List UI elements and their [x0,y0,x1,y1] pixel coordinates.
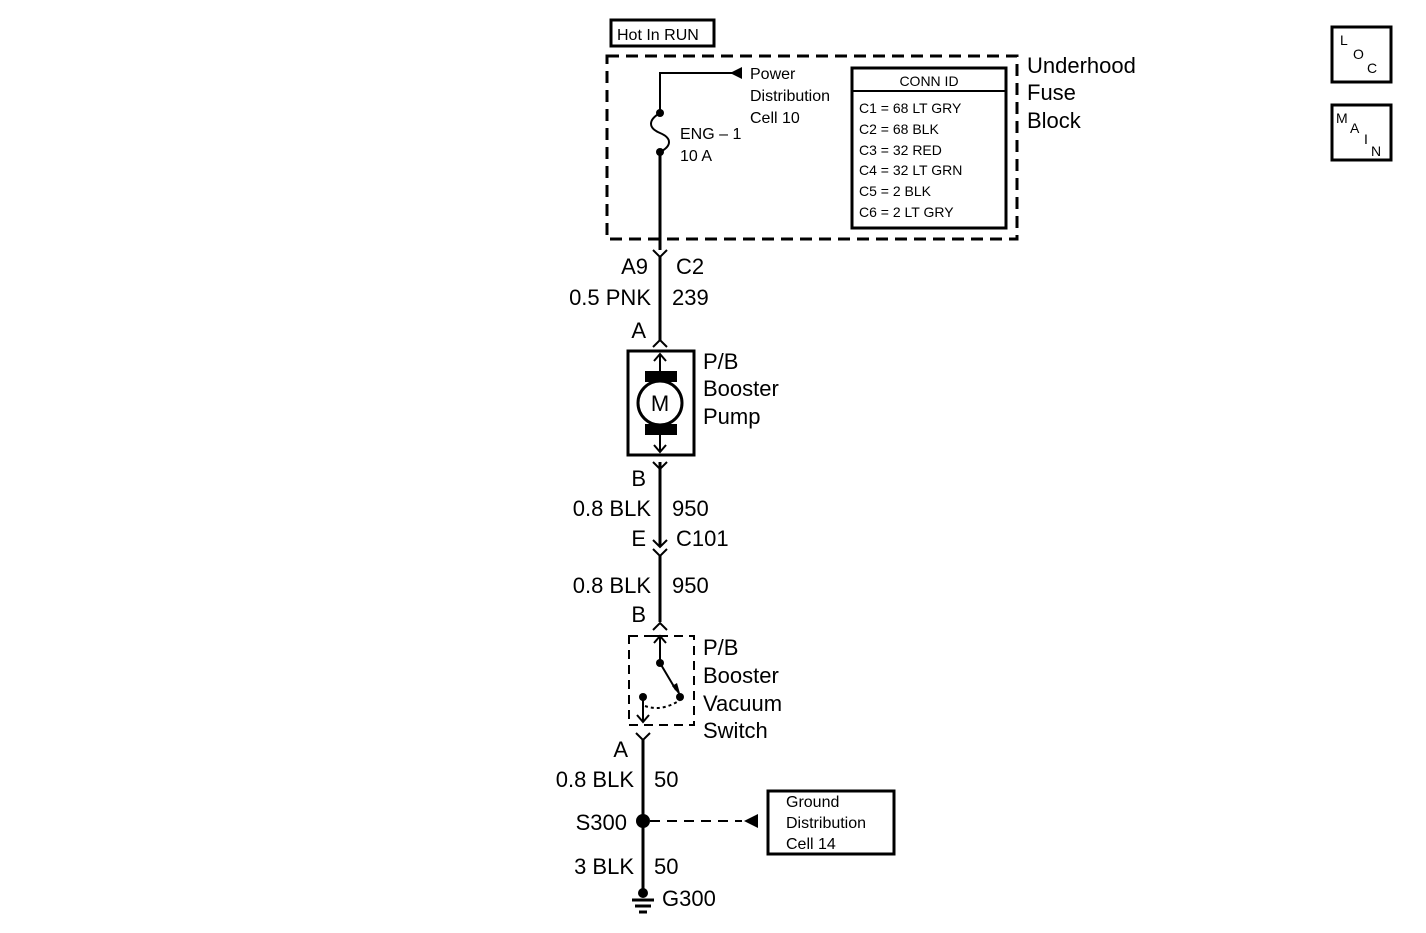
main-letter-4: N [1371,143,1381,159]
booster-pump[interactable]: M P/B Booster Pump [626,349,779,457]
wire1-gauge-color: 0.5 PNK [569,285,651,310]
c2-name: C2 [676,254,704,279]
c2-pin: A9 [621,254,648,279]
power-ref-line-1: Power [750,66,796,83]
connector-c101[interactable]: E C101 0.8 BLK 950 [573,526,729,598]
wire1-circuit: 239 [672,285,709,310]
wire5-circuit: 50 [654,854,678,879]
wire2-gauge-color: 0.8 BLK [573,496,652,521]
loc-letter-2: O [1353,46,1364,62]
pump-name-line-3: Pump [703,404,760,429]
main-letter-1: M [1336,110,1348,126]
loc-letter-1: L [1340,32,1348,48]
booster-vacuum-switch[interactable]: P/B Booster Vacuum Switch [628,634,782,743]
ground-ref-line-1: Ground [786,794,839,811]
switch-name-line-4: Switch [703,718,768,743]
pump-name-line-2: Booster [703,376,779,401]
wire3-gauge-color: 0.8 BLK [573,573,652,598]
fuse-block-name-line-2: Fuse [1027,80,1076,105]
pump-pin-a-label: A [631,318,646,343]
loc-letter-3: C [1367,60,1377,76]
fuse-block-name-line-3: Block [1027,108,1082,133]
splice-s300[interactable]: S300 [576,810,758,835]
underhood-fuse-block: Underhood Fuse Block [605,53,1136,241]
pump-pin-b-label: B [631,466,646,491]
loc-button[interactable]: L O C [1330,25,1393,84]
wire5-gauge-color: 3 BLK [574,854,634,879]
connector-c2[interactable]: A9 C2 0.5 PNK 239 [569,249,709,310]
fuse-eng-1[interactable]: ENG – 1 10 A [650,109,741,165]
pump-pin-a[interactable]: A [631,318,668,348]
power-ref-line-3: Cell 10 [750,110,800,127]
motor-symbol: M [651,391,669,416]
ground-ref-line-2: Distribution [786,815,866,832]
ground-g300[interactable]: G300 [632,886,716,914]
pin-icon [652,461,668,471]
conn-id-table: CONN ID C1 = 68 LT GRY C2 = 68 BLK C3 = … [850,66,1008,230]
wire2-circuit: 950 [672,496,709,521]
power-ref-line-2: Distribution [750,88,830,105]
switch-name-line-2: Booster [703,663,779,688]
c101-pin: E [631,526,646,551]
splice-label: S300 [576,810,627,835]
splice-icon [636,814,650,828]
main-button[interactable]: M A I N [1330,103,1393,162]
switch-pin-a-label: A [613,737,628,762]
pin-icon [652,338,668,348]
reference-arrow-icon [730,67,742,79]
conn-id-row-5: C5 = 2 BLK [859,183,932,199]
fuse-block-name-line-1: Underhood [1027,53,1136,78]
reference-arrow-icon [744,814,758,828]
power-distribution-reference[interactable]: Power Distribution Cell 10 [659,66,830,127]
switch-pin-b-label: B [631,602,646,627]
main-letter-3: I [1364,131,1368,147]
motor-icon [636,379,684,427]
wire4-gauge-color: 0.8 BLK [556,767,635,792]
ground-label: G300 [662,886,716,911]
conn-id-row-1: C1 = 68 LT GRY [859,100,962,116]
c101-name: C101 [676,526,729,551]
pump-pin-b[interactable]: B 0.8 BLK 950 [573,461,709,521]
pin-icon [635,732,651,742]
ground-icon [632,898,654,914]
wire3-circuit: 950 [672,573,709,598]
hot-in-run-text: Hot In RUN [617,27,699,44]
hot-in-run-label: Hot In RUN [609,18,716,48]
connector-icon [652,539,668,549]
fuse-name: ENG – 1 [680,126,741,143]
conn-id-row-6: C6 = 2 LT GRY [859,204,954,220]
ground-ref-line-3: Cell 14 [786,836,836,853]
pin-icon [652,621,668,631]
pump-name-line-1: P/B [703,349,738,374]
main-letter-2: A [1350,120,1360,136]
wire4-circuit: 50 [654,767,678,792]
conn-id-title: CONN ID [899,73,958,89]
switch-name-line-1: P/B [703,635,738,660]
conn-id-row-4: C4 = 32 LT GRN [859,162,962,178]
fuse-rating: 10 A [680,148,712,165]
switch-pin-a[interactable]: A 0.8 BLK 50 [556,732,679,792]
connector-icon [652,249,668,259]
conn-id-row-3: C3 = 32 RED [859,142,942,158]
ground-distribution-reference[interactable]: Ground Distribution Cell 14 [766,789,896,856]
conn-id-row-2: C2 = 68 BLK [859,121,939,137]
switch-pin-b[interactable]: B [631,602,668,631]
switch-name-line-3: Vacuum [703,691,782,716]
wire5-labels: 3 BLK 50 [574,854,678,879]
fuse-icon [650,112,670,153]
